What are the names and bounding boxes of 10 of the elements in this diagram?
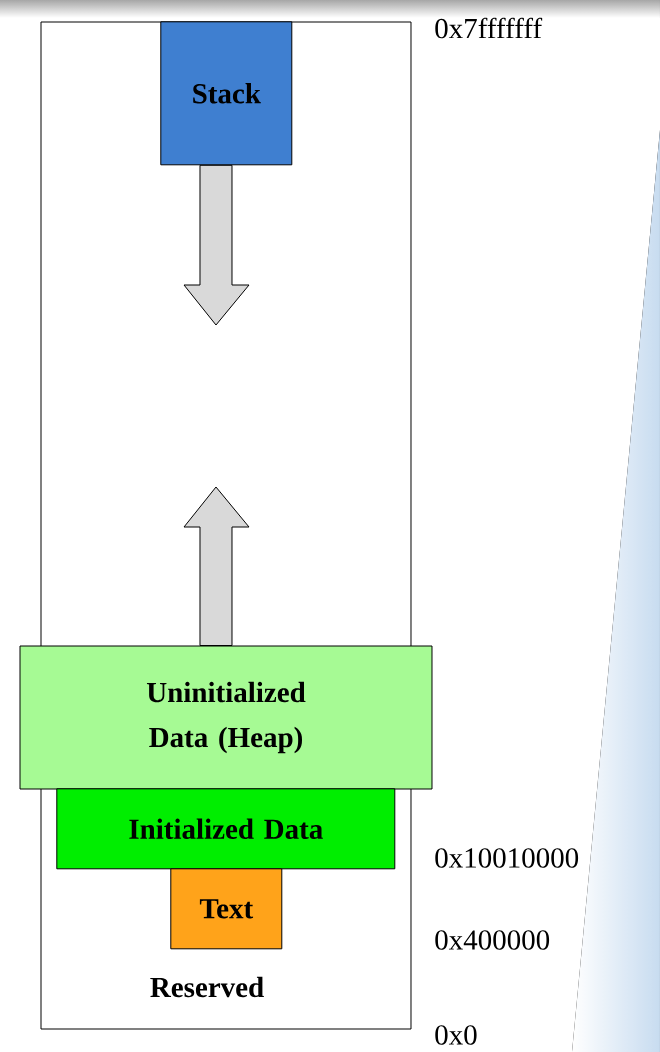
address-label: 0x0 [435,1025,477,1045]
segment-box: Stack [160,21,293,166]
segment-box: Initialized Data [56,788,396,870]
address-label: 0x7fffffff [435,17,543,39]
address-label: 0x400000 [435,930,550,950]
block-arrow [183,164,250,326]
segment-box: Text [170,868,283,950]
segment-box: Uninitialized Data (Heap) [19,645,433,790]
address-label: 0x10010000 [435,848,579,868]
block-arrow [183,486,250,646]
